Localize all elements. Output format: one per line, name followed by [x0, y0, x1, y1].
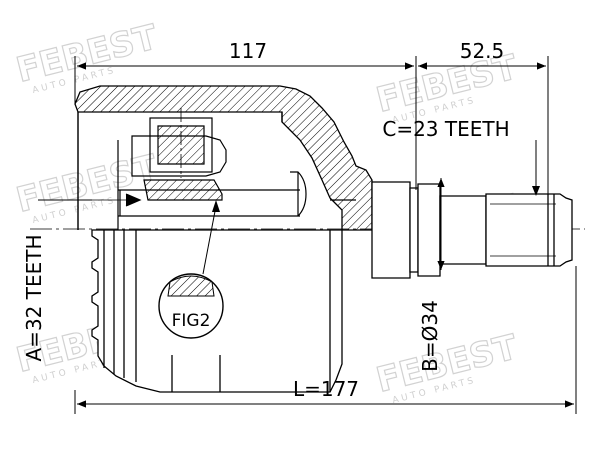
detail-hatch: [167, 275, 215, 297]
callout-c: [532, 140, 540, 196]
shaft-seal-land: [417, 183, 441, 277]
dim-52-5-text: 52.5: [460, 39, 505, 63]
dim-117-text: 117: [229, 39, 267, 63]
dimension-52-5: [418, 56, 549, 196]
shaft-ring: [409, 187, 419, 273]
roller-cup: [131, 135, 227, 177]
inner-components: [77, 108, 356, 230]
detail-label: FIG2: [172, 311, 211, 331]
spider-end: [290, 171, 307, 217]
dimension-117: [74, 56, 417, 190]
shaft-teeth-text: C=23 TEETH: [382, 117, 509, 141]
shaft-diameter-text: B=Ø34: [418, 300, 442, 372]
detail-leader: [202, 205, 217, 275]
shaft-collar: [371, 181, 411, 279]
detail-fig2: FIG2: [158, 200, 224, 339]
outer-teeth-text: A=32 TEETH: [22, 235, 46, 362]
stub-shaft: [371, 181, 573, 279]
dimension-177: [74, 266, 577, 414]
shaft-spline-section: [485, 193, 573, 267]
watermark-logo: FEBEST AUTO PARTS: [372, 326, 523, 406]
total-length-text: L=177: [293, 377, 359, 401]
shaft-neck: [439, 195, 487, 265]
